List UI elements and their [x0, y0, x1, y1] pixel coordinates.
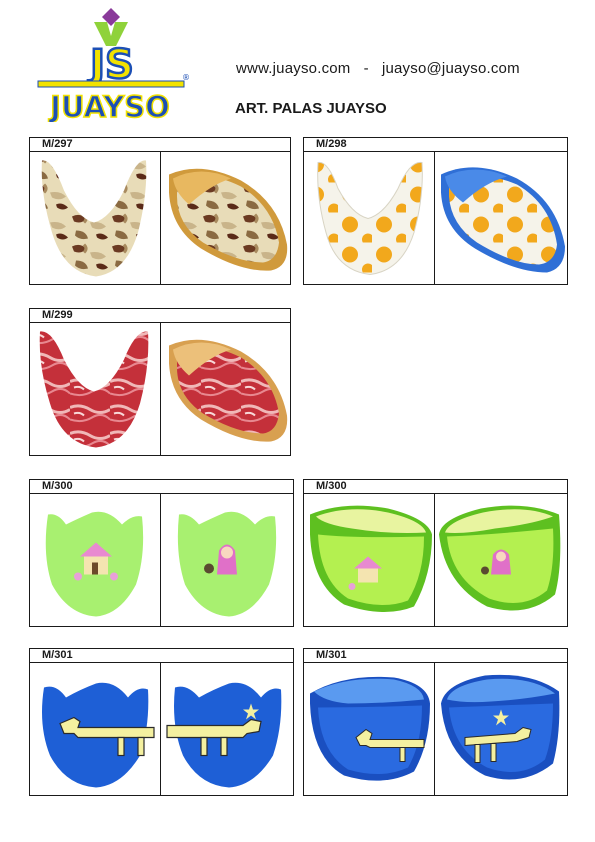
slipper-view — [435, 152, 567, 284]
product-code: M/298 — [304, 138, 567, 152]
product-card[interactable]: M/300 — [303, 479, 568, 627]
juayso-logo: JS JUAYSO ® — [32, 6, 190, 125]
flat-upper-view — [304, 152, 434, 284]
product-code: M/300 — [30, 480, 293, 494]
slipper-view — [435, 663, 567, 795]
product-code: M/300 — [304, 480, 567, 494]
dog-icon — [59, 716, 155, 757]
product-code: M/297 — [30, 138, 290, 152]
slipper-view — [161, 323, 290, 455]
flat-upper-view — [30, 323, 160, 455]
product-card[interactable]: M/301 — [29, 648, 294, 796]
product-code: M/301 — [304, 649, 567, 663]
house-icon — [74, 542, 118, 581]
star-icon — [243, 703, 259, 720]
flat-upper-view — [161, 663, 293, 795]
product-card[interactable]: M/297 — [29, 137, 291, 285]
slipper-view — [435, 494, 567, 626]
logo-brand-name: JUAYSO — [48, 90, 170, 122]
email-link[interactable]: juayso@juayso.com — [381, 60, 520, 77]
product-card[interactable]: M/301 — [303, 648, 568, 796]
svg-text:®: ® — [182, 73, 190, 82]
flat-upper-view — [30, 152, 160, 284]
product-code: M/301 — [30, 649, 293, 663]
logo-diamond-icon — [102, 8, 120, 26]
slipper-view — [304, 663, 434, 795]
product-code: M/299 — [30, 309, 290, 323]
product-card[interactable]: M/298 — [303, 137, 568, 285]
slipper-view — [304, 494, 434, 626]
girl-icon — [204, 544, 237, 575]
slipper-view — [161, 152, 290, 284]
flat-upper-view — [30, 494, 160, 626]
product-card[interactable]: M/300 — [29, 479, 294, 627]
flat-upper-view — [30, 663, 160, 795]
logo-graphic: JS JUAYSO ® — [37, 8, 190, 125]
flat-upper-view — [161, 494, 293, 626]
contact-line: www.juayso.com - juayso@juayso.com — [236, 60, 520, 77]
page-title: ART. PALAS JUAYSO — [235, 100, 387, 117]
website-link[interactable]: www.juayso.com — [236, 60, 351, 77]
product-card[interactable]: M/299 — [29, 308, 291, 456]
